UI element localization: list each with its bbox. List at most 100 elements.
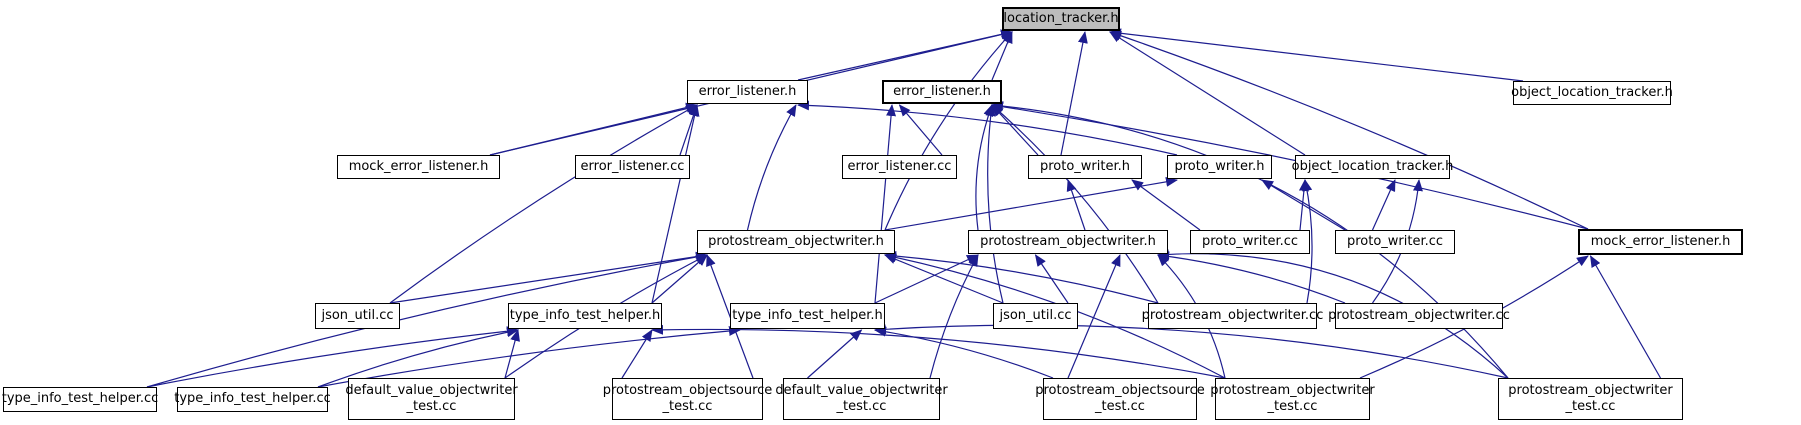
include-edge-juc1-el1 (389, 104, 698, 304)
include-edge-post2-pow2 (1067, 254, 1121, 379)
include-edge-post2-tith2 (874, 326, 1054, 379)
graph-node-pwc1[interactable]: proto_writer.cc (1190, 230, 1310, 254)
include-edge-pow2-el2 (975, 104, 993, 231)
graph-node-elc2[interactable]: error_listener.cc (842, 155, 957, 179)
graph-node-pow2[interactable]: protostream_objectwriter.h (968, 230, 1168, 254)
graph-node-label: protostream_objectwriter (1508, 382, 1673, 398)
include-edge-powc1-el2 (991, 104, 1159, 304)
include-edge-elc2-el2 (898, 104, 943, 156)
include-edge-powt2-pow2 (1157, 249, 1509, 379)
graph-node-label: type_info_test_helper.h (732, 307, 883, 323)
graph-node-label: protostream_objectwriter.h (980, 233, 1156, 249)
include-edge-olt2-lt (1109, 31, 1306, 156)
include-edge-mel3-el2 (991, 101, 1589, 230)
include-edge-powt2-tith2 (874, 324, 1509, 379)
graph-node-label: type_info_test_helper.cc (174, 391, 331, 407)
graph-node-label: proto_writer.h (1174, 158, 1265, 174)
include-edge-powc1-pow1 (884, 250, 1159, 304)
graph-node-label: proto_writer.cc (1201, 233, 1299, 249)
graph-node-label: protostream_objectsource (1035, 382, 1205, 398)
include-edge-powt2-mel3 (1589, 255, 1662, 379)
graph-node-label: type_info_test_helper.cc (1, 391, 159, 407)
include-edge-juc1-pow1 (389, 251, 708, 304)
graph-node-label: _test.cc (836, 399, 887, 414)
include-edge-pwc1-pwh1 (1131, 179, 1201, 231)
include-edge-tithc1-tith1 (146, 326, 519, 388)
include-edge-tithc2-tith1 (317, 327, 519, 388)
graph-node-label: protostream_objectwriter.cc (1141, 307, 1324, 323)
graph-node-label: mock_error_listener.h (1590, 233, 1731, 249)
graph-node-pow1[interactable]: protostream_objectwriter.h (697, 230, 895, 254)
graph-node-olt2[interactable]: object_location_tracker.h (1292, 155, 1453, 179)
graph-node-label: error_listener.h (893, 83, 991, 99)
graph-node-label: json_util.cc (321, 307, 394, 323)
graph-node-dvot1[interactable]: default_value_objectwriter_test.cc (345, 378, 518, 420)
graph-node-label: protostream_objectwriter (1210, 382, 1375, 398)
graph-node-label: object_location_tracker.h (1511, 84, 1673, 100)
graph-node-el2[interactable]: error_listener.h (882, 80, 1002, 104)
graph-node-el1[interactable]: error_listener.h (687, 80, 808, 104)
graph-node-label: protostream_objectwriter.h (708, 233, 884, 249)
graph-node-label: proto_writer.h (1039, 158, 1131, 174)
graph-node-label: _test.cc (1267, 399, 1318, 414)
graph-node-label: error_listener.h (698, 83, 797, 99)
graph-node-pwc2[interactable]: proto_writer.cc (1335, 230, 1455, 254)
graph-node-label: proto_writer.cc (1346, 233, 1444, 249)
include-edge-pwc2-pwh2 (1261, 179, 1346, 231)
graph-node-label: default_value_objectwriter (345, 382, 518, 398)
include-edge-pwh2-el1 (797, 100, 1178, 156)
graph-node-juc2[interactable]: json_util.cc (993, 303, 1078, 329)
include-edge-dvot2-tith2 (807, 329, 863, 379)
graph-node-label: _test.cc (662, 399, 713, 414)
graph-node-mel3[interactable]: mock_error_listener.h (1578, 229, 1743, 255)
graph-node-elc1[interactable]: error_listener.cc (575, 155, 690, 179)
graph-node-label: mock_error_listener.h (348, 158, 489, 174)
include-edge-tith2-el2 (874, 104, 897, 304)
include-edge-olt_top-lt (1109, 28, 1524, 82)
include-edge-el2-lt (991, 31, 1013, 81)
graph-node-powt1[interactable]: protostream_objectwriter_test.cc (1210, 378, 1375, 420)
include-edge-mel3-lt (1109, 30, 1589, 230)
graph-node-label: type_info_test_helper.h (509, 307, 661, 323)
graph-node-post1[interactable]: protostream_objectsource_test.cc (603, 378, 772, 420)
include-edge-powc2-pow2 (1157, 251, 1346, 304)
include-edge-dvot1-tith1 (504, 329, 520, 379)
graph-node-label: _test.cc (406, 399, 457, 414)
graph-node-tithc2[interactable]: type_info_test_helper.cc (174, 387, 331, 412)
include-edge-pow1-pwh2 (884, 176, 1178, 231)
graph-node-dvot2[interactable]: default_value_objectwriter_test.cc (775, 378, 948, 420)
include-edge-pwc2-olt2 (1371, 179, 1396, 231)
include-edge-pow1-el1 (746, 104, 797, 231)
graph-node-olt_top[interactable]: object_location_tracker.h (1511, 81, 1673, 105)
include-edge-tith1-el1 (651, 104, 700, 304)
graph-node-label: error_listener.cc (847, 158, 952, 174)
include-edge-pow1-lt (884, 31, 1013, 231)
graph-node-post2[interactable]: protostream_objectsource_test.cc (1035, 378, 1205, 420)
graph-node-pwh1[interactable]: proto_writer.h (1028, 155, 1142, 179)
graph-node-tith2[interactable]: type_info_test_helper.h (730, 303, 885, 329)
graph-node-powt2[interactable]: protostream_objectwriter_test.cc (1498, 378, 1683, 420)
graph-node-label: _test.cc (1095, 399, 1145, 414)
include-edge-post1-tith1 (621, 329, 653, 379)
graph-node-powc2[interactable]: protostream_objectwriter.cc (1328, 303, 1510, 329)
graph-node-label: object_location_tracker.h (1291, 158, 1454, 174)
graph-node-juc1[interactable]: json_util.cc (315, 303, 400, 329)
include-edge-pow2-pwh1 (1066, 179, 1086, 231)
graph-node-tith1[interactable]: type_info_test_helper.h (508, 303, 662, 329)
include-edge-tith2-pow2 (874, 254, 979, 304)
graph-node-label: protostream_objectsource (602, 382, 773, 398)
include-edge-juc2-el2 (985, 104, 1004, 304)
graph-node-tithc1[interactable]: type_info_test_helper.cc (1, 387, 159, 412)
include-edge-mel2-el1 (489, 102, 698, 156)
graph-node-mel2[interactable]: mock_error_listener.h (337, 155, 500, 179)
graph-node-label: protostream_objectwriter.cc (1328, 307, 1510, 323)
graph-node-powc1[interactable]: protostream_objectwriter.cc (1142, 303, 1323, 329)
graph-node-pwh2[interactable]: proto_writer.h (1167, 155, 1272, 179)
include-edge-pwh1-el2 (991, 104, 1039, 156)
include-edge-juc2-pow2 (1034, 254, 1069, 304)
graph-node-label: json_util.cc (999, 307, 1072, 323)
include-edge-tithc2-tith2 (317, 325, 741, 388)
include-edge-pwh1-lt (1060, 31, 1088, 156)
